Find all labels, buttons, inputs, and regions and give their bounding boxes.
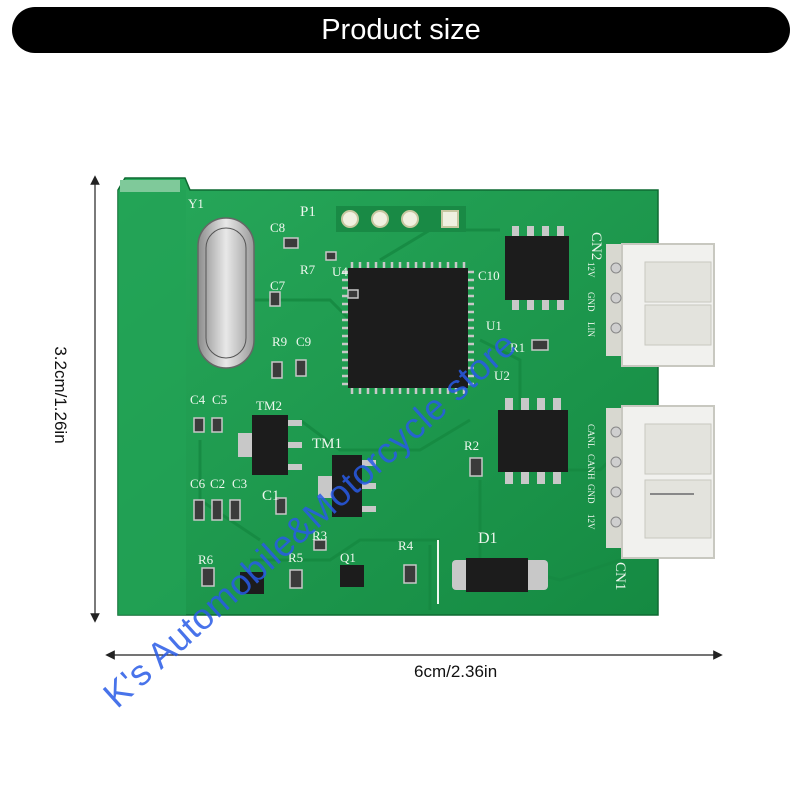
banner-title: Product size: [321, 13, 481, 46]
transistor-q1: [340, 565, 364, 587]
silk-cn1: CN1: [612, 562, 628, 591]
silk-c8: C8: [270, 220, 286, 235]
silk-cn1-pin-4: 12V: [586, 514, 596, 530]
silk-c3: C3: [232, 476, 248, 491]
silk-r5: R5: [288, 550, 304, 565]
silk-r1: R1: [510, 340, 526, 355]
silk-cn2-pin-1: 12V: [586, 262, 596, 278]
silk-tm2: TM2: [256, 398, 282, 413]
silk-c7: C7: [270, 278, 286, 293]
transistor-q2: [240, 572, 264, 594]
silk-cn2-pin-2: GND: [586, 292, 596, 312]
crystal-y1: [197, 217, 255, 369]
silk-u1: U1: [486, 318, 502, 333]
silk-c9: C9: [296, 334, 312, 349]
title-banner: Product size: [12, 7, 790, 53]
silk-c1: C1: [262, 488, 280, 504]
silk-c4: C4: [190, 392, 206, 407]
silk-r6: R6: [198, 552, 214, 567]
silk-y1: Y1: [188, 196, 204, 211]
silk-cn1-pin-3: GND: [586, 484, 596, 504]
silk-c6: C6: [190, 476, 206, 491]
silk-r9: R9: [272, 334, 288, 349]
silk-cn1-pin-1: CANL: [586, 424, 596, 449]
silk-u2: U2: [494, 368, 510, 383]
silk-c10: C10: [478, 268, 500, 283]
header-p1: [336, 206, 466, 232]
mcu-chip: [342, 262, 474, 394]
silk-d1: D1: [478, 530, 498, 547]
silk-c5: C5: [212, 392, 228, 407]
ic-u2: [498, 398, 568, 484]
silk-cn1-pin-2: CANH: [586, 454, 596, 480]
regulator-tm2: [238, 415, 302, 475]
silk-u4: U4: [332, 264, 348, 279]
silk-q1: Q1: [340, 550, 356, 565]
ic-u1: [505, 226, 569, 310]
height-dimension-label: 3.2cm/1.26in: [51, 346, 70, 444]
connector-cn1: [606, 405, 715, 559]
silk-tm1: TM1: [312, 436, 342, 452]
silk-r3: R3: [312, 528, 328, 543]
silk-cn2: CN2: [588, 232, 604, 261]
pcb-board: [117, 177, 715, 616]
silk-r2: R2: [464, 438, 480, 453]
regulator-tm1: [318, 455, 376, 517]
silk-r7: R7: [300, 262, 316, 277]
silk-p1: P1: [300, 204, 316, 220]
silk-c2: C2: [210, 476, 226, 491]
diode-d1: [452, 558, 548, 592]
silk-cn2-pin-3: LIN: [586, 322, 596, 337]
width-dimension-label: 6cm/2.36in: [414, 662, 498, 681]
silk-r4: R4: [398, 538, 414, 553]
connector-cn2: [606, 243, 715, 367]
